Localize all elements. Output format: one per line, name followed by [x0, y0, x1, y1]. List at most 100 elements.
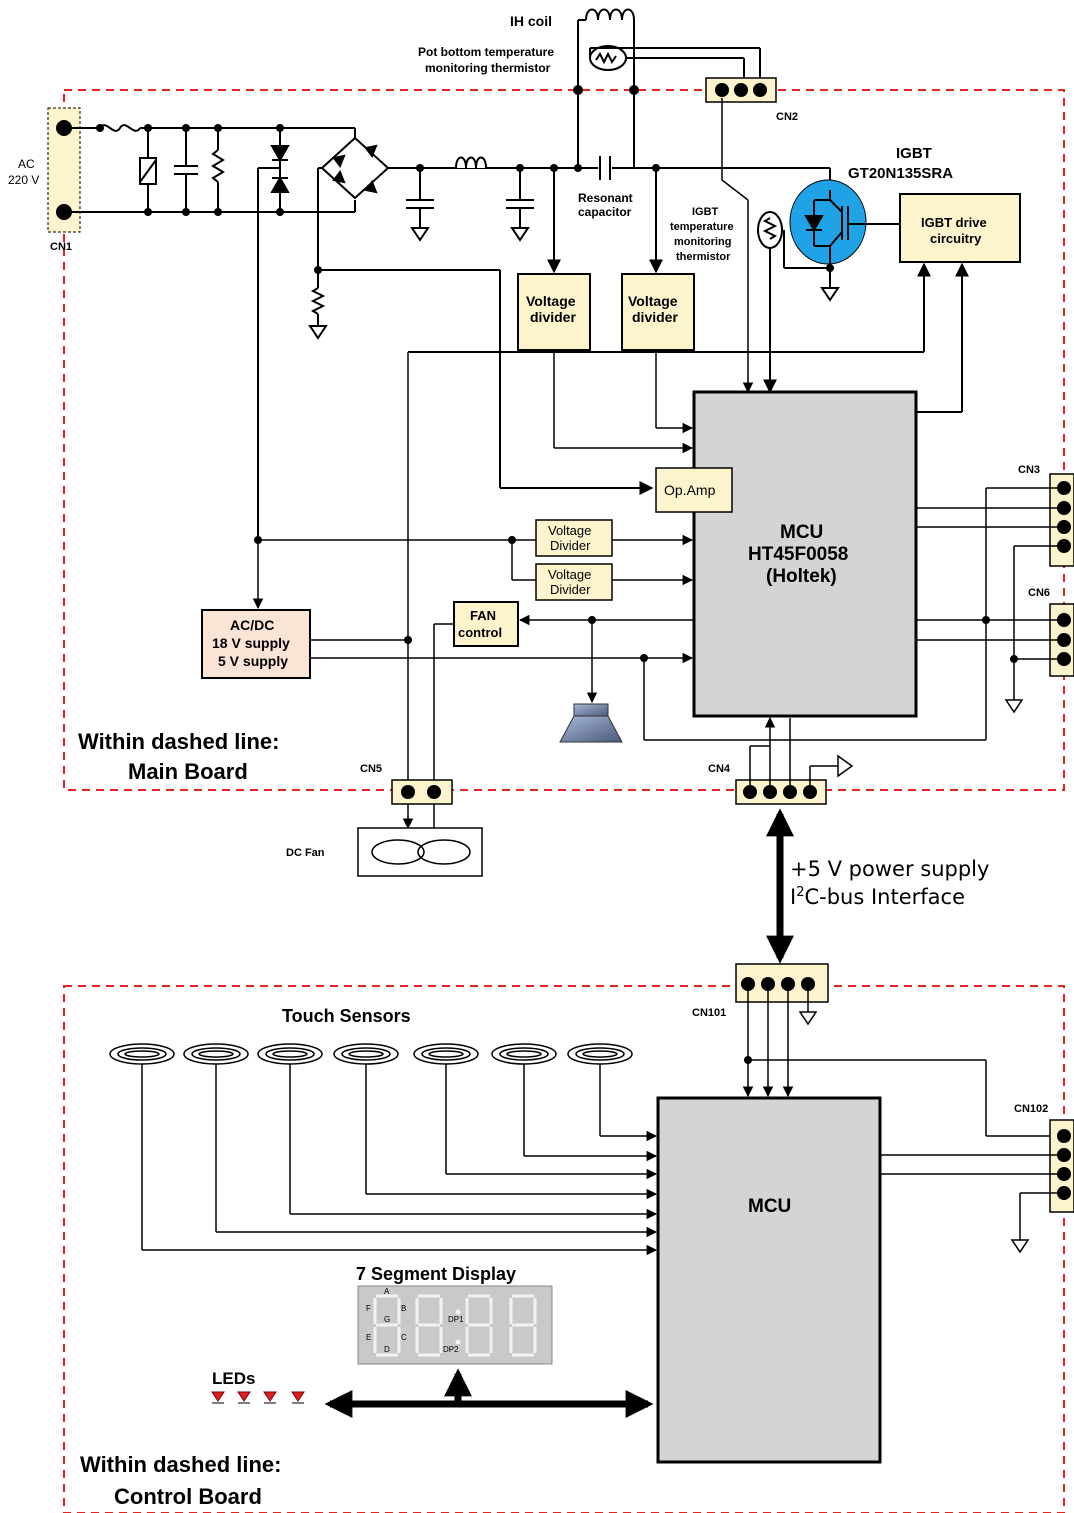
main-board-caption: Within dashed line: — [78, 729, 279, 754]
fan-control-label-2: control — [458, 625, 502, 640]
control-board-caption-2: Control Board — [114, 1484, 262, 1509]
control-mcu-label: MCU — [748, 1196, 791, 1217]
igbt-drive-block — [899, 193, 1021, 263]
led-display-bus-arrows — [324, 1368, 654, 1418]
touch-sensor-icon — [257, 1043, 323, 1065]
igbt-drive-label: IGBT drive — [921, 215, 987, 230]
acdc-label: AC/DC — [230, 617, 274, 633]
bridge-rectifier-icon — [317, 136, 578, 270]
svg-text:F: F — [366, 1304, 371, 1313]
cn102-wires — [880, 1154, 1058, 1254]
cn1-label: CN1 — [50, 241, 72, 253]
ac-voltage-label: 220 V — [8, 173, 39, 187]
igbt-thermistor-label-2: temperature — [670, 221, 734, 233]
cn4-wires — [749, 716, 854, 786]
main-mcu-label: MCU — [780, 522, 823, 543]
main-mcu-vendor-label: (Holtek) — [766, 566, 837, 587]
touch-sensor-icon — [183, 1043, 249, 1065]
voltage-divider-2-label-2: divider — [632, 309, 678, 325]
vdiv-small-2-label: Voltage — [548, 567, 591, 582]
dc-fan-icon — [357, 827, 483, 877]
voltage-divider-2 — [621, 273, 695, 351]
svg-text:DP2: DP2 — [443, 1345, 459, 1354]
led-icons — [211, 1391, 305, 1404]
cn101-label: CN101 — [692, 1007, 726, 1019]
svg-text:B: B — [401, 1304, 406, 1313]
cn4-label: CN4 — [708, 763, 731, 775]
igbt-thermistor-icon — [757, 211, 830, 394]
ac-label: AC — [18, 157, 35, 171]
cn2-label: CN2 — [776, 111, 798, 123]
voltage-divider-1-label: Voltage — [526, 293, 576, 309]
main-board-border — [63, 89, 1065, 791]
junction-dots-ac — [96, 124, 284, 216]
vdiv-small-1-label: Voltage — [548, 523, 591, 538]
cn102-label: CN102 — [1014, 1103, 1048, 1115]
dc-filter — [406, 156, 561, 274]
fan-wires — [433, 614, 694, 828]
svg-text:A: A — [384, 1287, 390, 1296]
cn3-cn6-wires — [916, 487, 1058, 740]
cn6-label: CN6 — [1028, 587, 1050, 599]
igbt-drive-wires — [408, 262, 969, 413]
dc-fan-label: DC Fan — [286, 847, 325, 859]
main-mcu-part-label: HT45F0058 — [748, 544, 848, 565]
svg-text:G: G — [384, 1315, 390, 1324]
resonant-capacitor-label-2: capacitor — [578, 205, 632, 219]
control-board-caption: Within dashed line: — [80, 1452, 281, 1477]
voltage-divider-1-label-2: divider — [530, 309, 576, 325]
junction-dots-dc — [416, 85, 660, 172]
igbt-thermistor-label-3: monitoring — [674, 236, 731, 248]
touch-sensor-icon — [413, 1043, 479, 1065]
svg-text:E: E — [366, 1333, 371, 1342]
opamp-label: Op.Amp — [664, 482, 716, 498]
led-icon — [291, 1391, 305, 1402]
bus-i2c-label: I2C-bus Interface — [790, 885, 965, 909]
touch-sensor-icon — [567, 1043, 633, 1065]
vdiv-small-1-label-2: Divider — [550, 538, 591, 553]
touch-sensor-icon — [333, 1043, 399, 1065]
acdc-wires — [252, 352, 986, 830]
acdc-18v-label: 18 V supply — [212, 635, 290, 651]
touch-sensor-wires — [141, 1064, 658, 1256]
svg-text:C: C — [401, 1333, 407, 1342]
igbt-thermistor-label-4: thermistor — [676, 251, 731, 263]
seven-segment-label: 7 Segment Display — [356, 1264, 516, 1284]
pot-thermistor-label: Pot bottom temperature — [418, 45, 554, 59]
control-board-border — [63, 985, 1065, 1513]
resonant-capacitor-icon — [577, 90, 831, 274]
vdiv-wires — [553, 350, 694, 454]
cn3-label: CN3 — [1018, 464, 1040, 476]
small-vdiv-wires — [258, 534, 694, 586]
fan-control-label: FAN — [470, 608, 496, 623]
main-board-caption-2: Main Board — [128, 759, 248, 784]
leds-label: LEDs — [212, 1369, 255, 1388]
shunt-resistor — [308, 269, 654, 495]
svg-text:D: D — [384, 1345, 390, 1354]
igbt-part-label: GT20N135SRA — [848, 165, 953, 182]
main-mcu-block — [692, 390, 918, 718]
touch-sensors-label: Touch Sensors — [282, 1006, 411, 1026]
touch-sensor-icon — [491, 1043, 557, 1065]
voltage-divider-2-label: Voltage — [628, 293, 678, 309]
cn101-wires — [742, 990, 1058, 1137]
voltage-divider-small-2 — [535, 563, 613, 601]
bus-power-label: +5 V power supply — [790, 857, 989, 881]
acdc-supply-block — [201, 609, 311, 679]
ih-coil-icon — [577, 8, 635, 90]
igbt-label: IGBT — [896, 145, 932, 162]
led-icon — [263, 1391, 277, 1402]
led-icon — [237, 1391, 251, 1402]
opamp-block — [655, 467, 733, 513]
vdiv-small-2-label-2: Divider — [550, 582, 591, 597]
control-mcu-block — [656, 1096, 882, 1464]
igbt-drive-label-2: circuitry — [930, 231, 982, 246]
voltage-divider-1 — [517, 273, 591, 351]
pot-thermistor-label-2: monitoring thermistor — [425, 61, 551, 75]
igbt-thermistor-label: IGBT — [692, 206, 719, 218]
voltage-divider-small-1 — [535, 519, 613, 557]
resonant-capacitor-label: Resonant — [578, 191, 633, 205]
cn2-wires — [721, 98, 754, 394]
pot-thermistor-icon — [589, 45, 761, 90]
